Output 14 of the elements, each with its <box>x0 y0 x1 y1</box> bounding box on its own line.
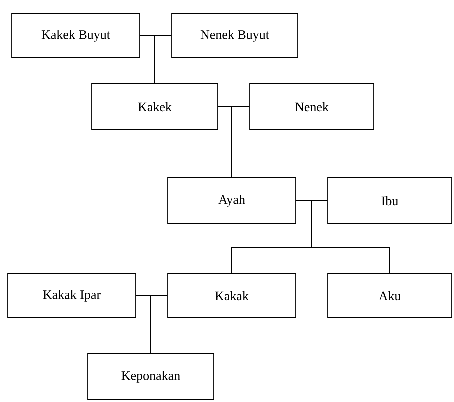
person-box: Kakak Ipar <box>8 274 136 318</box>
connector-line <box>232 106 250 178</box>
person-box: Aku <box>328 274 452 318</box>
person-box: Ayah <box>168 178 296 224</box>
person-box: Keponakan <box>88 354 214 400</box>
connector-line <box>312 200 390 274</box>
person-box: Nenek Buyut <box>172 14 298 58</box>
person-box: Kakak <box>168 274 296 318</box>
person-box: Kakek Buyut <box>12 14 140 58</box>
person-box: Kakek <box>92 84 218 130</box>
connector-line <box>150 296 168 354</box>
person-box: Nenek <box>250 84 374 130</box>
connector-line <box>154 36 172 84</box>
person-box: Ibu <box>328 178 452 224</box>
